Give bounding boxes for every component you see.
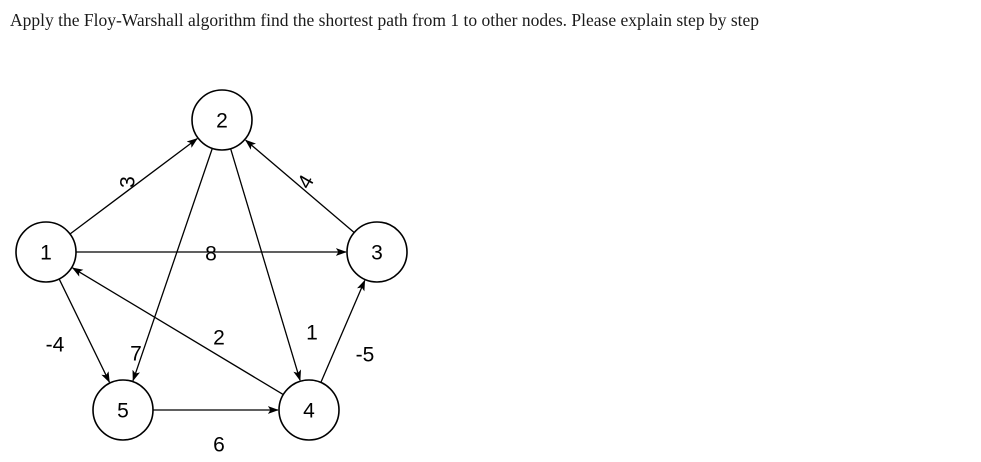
- node-label-4: 4: [303, 400, 315, 423]
- graph-node-1: 1: [15, 221, 77, 283]
- edge-weight-4-to-1: 2: [213, 327, 225, 350]
- node-circle-2: [191, 89, 253, 151]
- node-label-1: 1: [40, 242, 52, 265]
- node-label-5: 5: [117, 400, 129, 423]
- graph-node-5: 5: [92, 379, 154, 441]
- graph-edge-3-to-2: [244, 139, 355, 234]
- graph-edge-2-to-5: [132, 148, 213, 382]
- edge-weight-2-to-4: 1: [306, 322, 318, 345]
- graph-edge-4-to-1: [71, 267, 284, 396]
- node-circle-1: [15, 221, 77, 283]
- graph-edge-1-to-2: [69, 138, 198, 235]
- edge-weight-1-to-3: 8: [205, 243, 217, 266]
- edge-weight-1-to-5: -4: [46, 334, 65, 357]
- node-label-2: 2: [216, 110, 228, 133]
- graph-node-4: 4: [278, 379, 340, 441]
- graph-edge-2-to-4: [229, 148, 301, 382]
- edges-layer: [58, 138, 366, 414]
- graph-node-3: 3: [346, 221, 408, 283]
- node-circle-4: [278, 379, 340, 441]
- edge-weight-5-to-4: 6: [213, 434, 225, 457]
- nodes-layer: 1 2 3 4 5: [15, 89, 408, 441]
- node-label-3: 3: [371, 242, 383, 265]
- edge-weight-1-to-2: 3: [117, 176, 140, 188]
- edge-weight-3-to-2: 4: [293, 171, 319, 193]
- graph-figure: 3 4 8 -4 7 1 2 -5 6 1 2 3 4 5: [0, 62, 470, 462]
- edge-weight-2-to-5: 7: [130, 343, 142, 366]
- graph-node-2: 2: [191, 89, 253, 151]
- edge-weight-4-to-3: -5: [356, 344, 375, 367]
- node-circle-3: [346, 221, 408, 283]
- node-circle-5: [92, 379, 154, 441]
- directed-graph-svg: 3 4 8 -4 7 1 2 -5 6 1 2 3 4 5: [15, 89, 408, 457]
- prompt-text: Apply the Floy-Warshall algorithm find t…: [10, 10, 760, 30]
- graph-edge-4-to-3: [320, 279, 366, 383]
- graph-edge-1-to-5: [58, 278, 111, 383]
